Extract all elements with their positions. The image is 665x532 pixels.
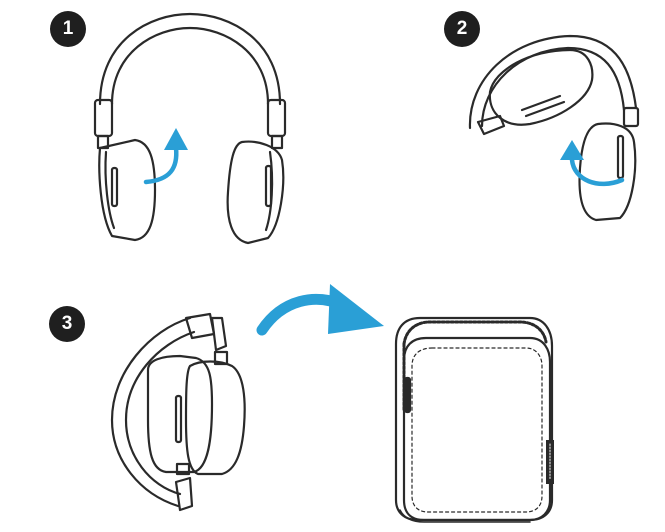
right-hinge-2 [622,106,640,128]
folded-cup-front [184,360,246,476]
step-badge-2: 2 [444,11,480,47]
top-hinge [210,316,228,352]
bottom-slider [174,476,194,512]
right-hinge [270,134,284,150]
step-badge-3: 3 [49,306,85,342]
curved-arrow-icon [256,284,384,336]
case-bottom-seam [399,509,531,523]
right-ear-cup [226,140,285,245]
headband-outer-2 [468,34,638,130]
left-control-strip [110,166,119,208]
folded-headband-inner [124,330,196,496]
headphones-folded-illustration [110,312,246,512]
left-slider [93,98,114,138]
folded-ear-cup [488,48,594,126]
folded-cup-strip-2 [524,100,566,118]
left-hinge-2 [476,114,506,136]
case-stitching [411,347,543,513]
headband-outer [98,12,282,106]
case-zipper [402,320,548,346]
right-slider [266,98,287,138]
folded-control-strip [174,394,183,444]
carry-case-illustration [394,316,554,523]
left-ear-cup [98,138,157,242]
zipper-pull [403,376,412,414]
headphones-open-illustration [93,12,287,245]
left-ear-cup-edge [104,150,116,230]
right-control-strip-2 [616,134,625,180]
step-badge-1: 1 [50,11,86,47]
folded-cup-strip [520,94,562,112]
cup-hinge-top [213,350,229,366]
headphones-folding-illustration [468,34,640,222]
curved-arrow-icon [143,128,188,185]
top-slider [184,312,216,340]
cup-hinge-bottom [175,462,191,476]
folded-cup-back [146,354,214,474]
curved-arrow-icon [560,140,625,187]
folded-headband-outer [110,316,192,508]
right-control-strip [264,164,273,208]
headband-inner [110,26,270,106]
right-ear-cup-2 [578,122,637,222]
case-shell-front [402,336,552,522]
